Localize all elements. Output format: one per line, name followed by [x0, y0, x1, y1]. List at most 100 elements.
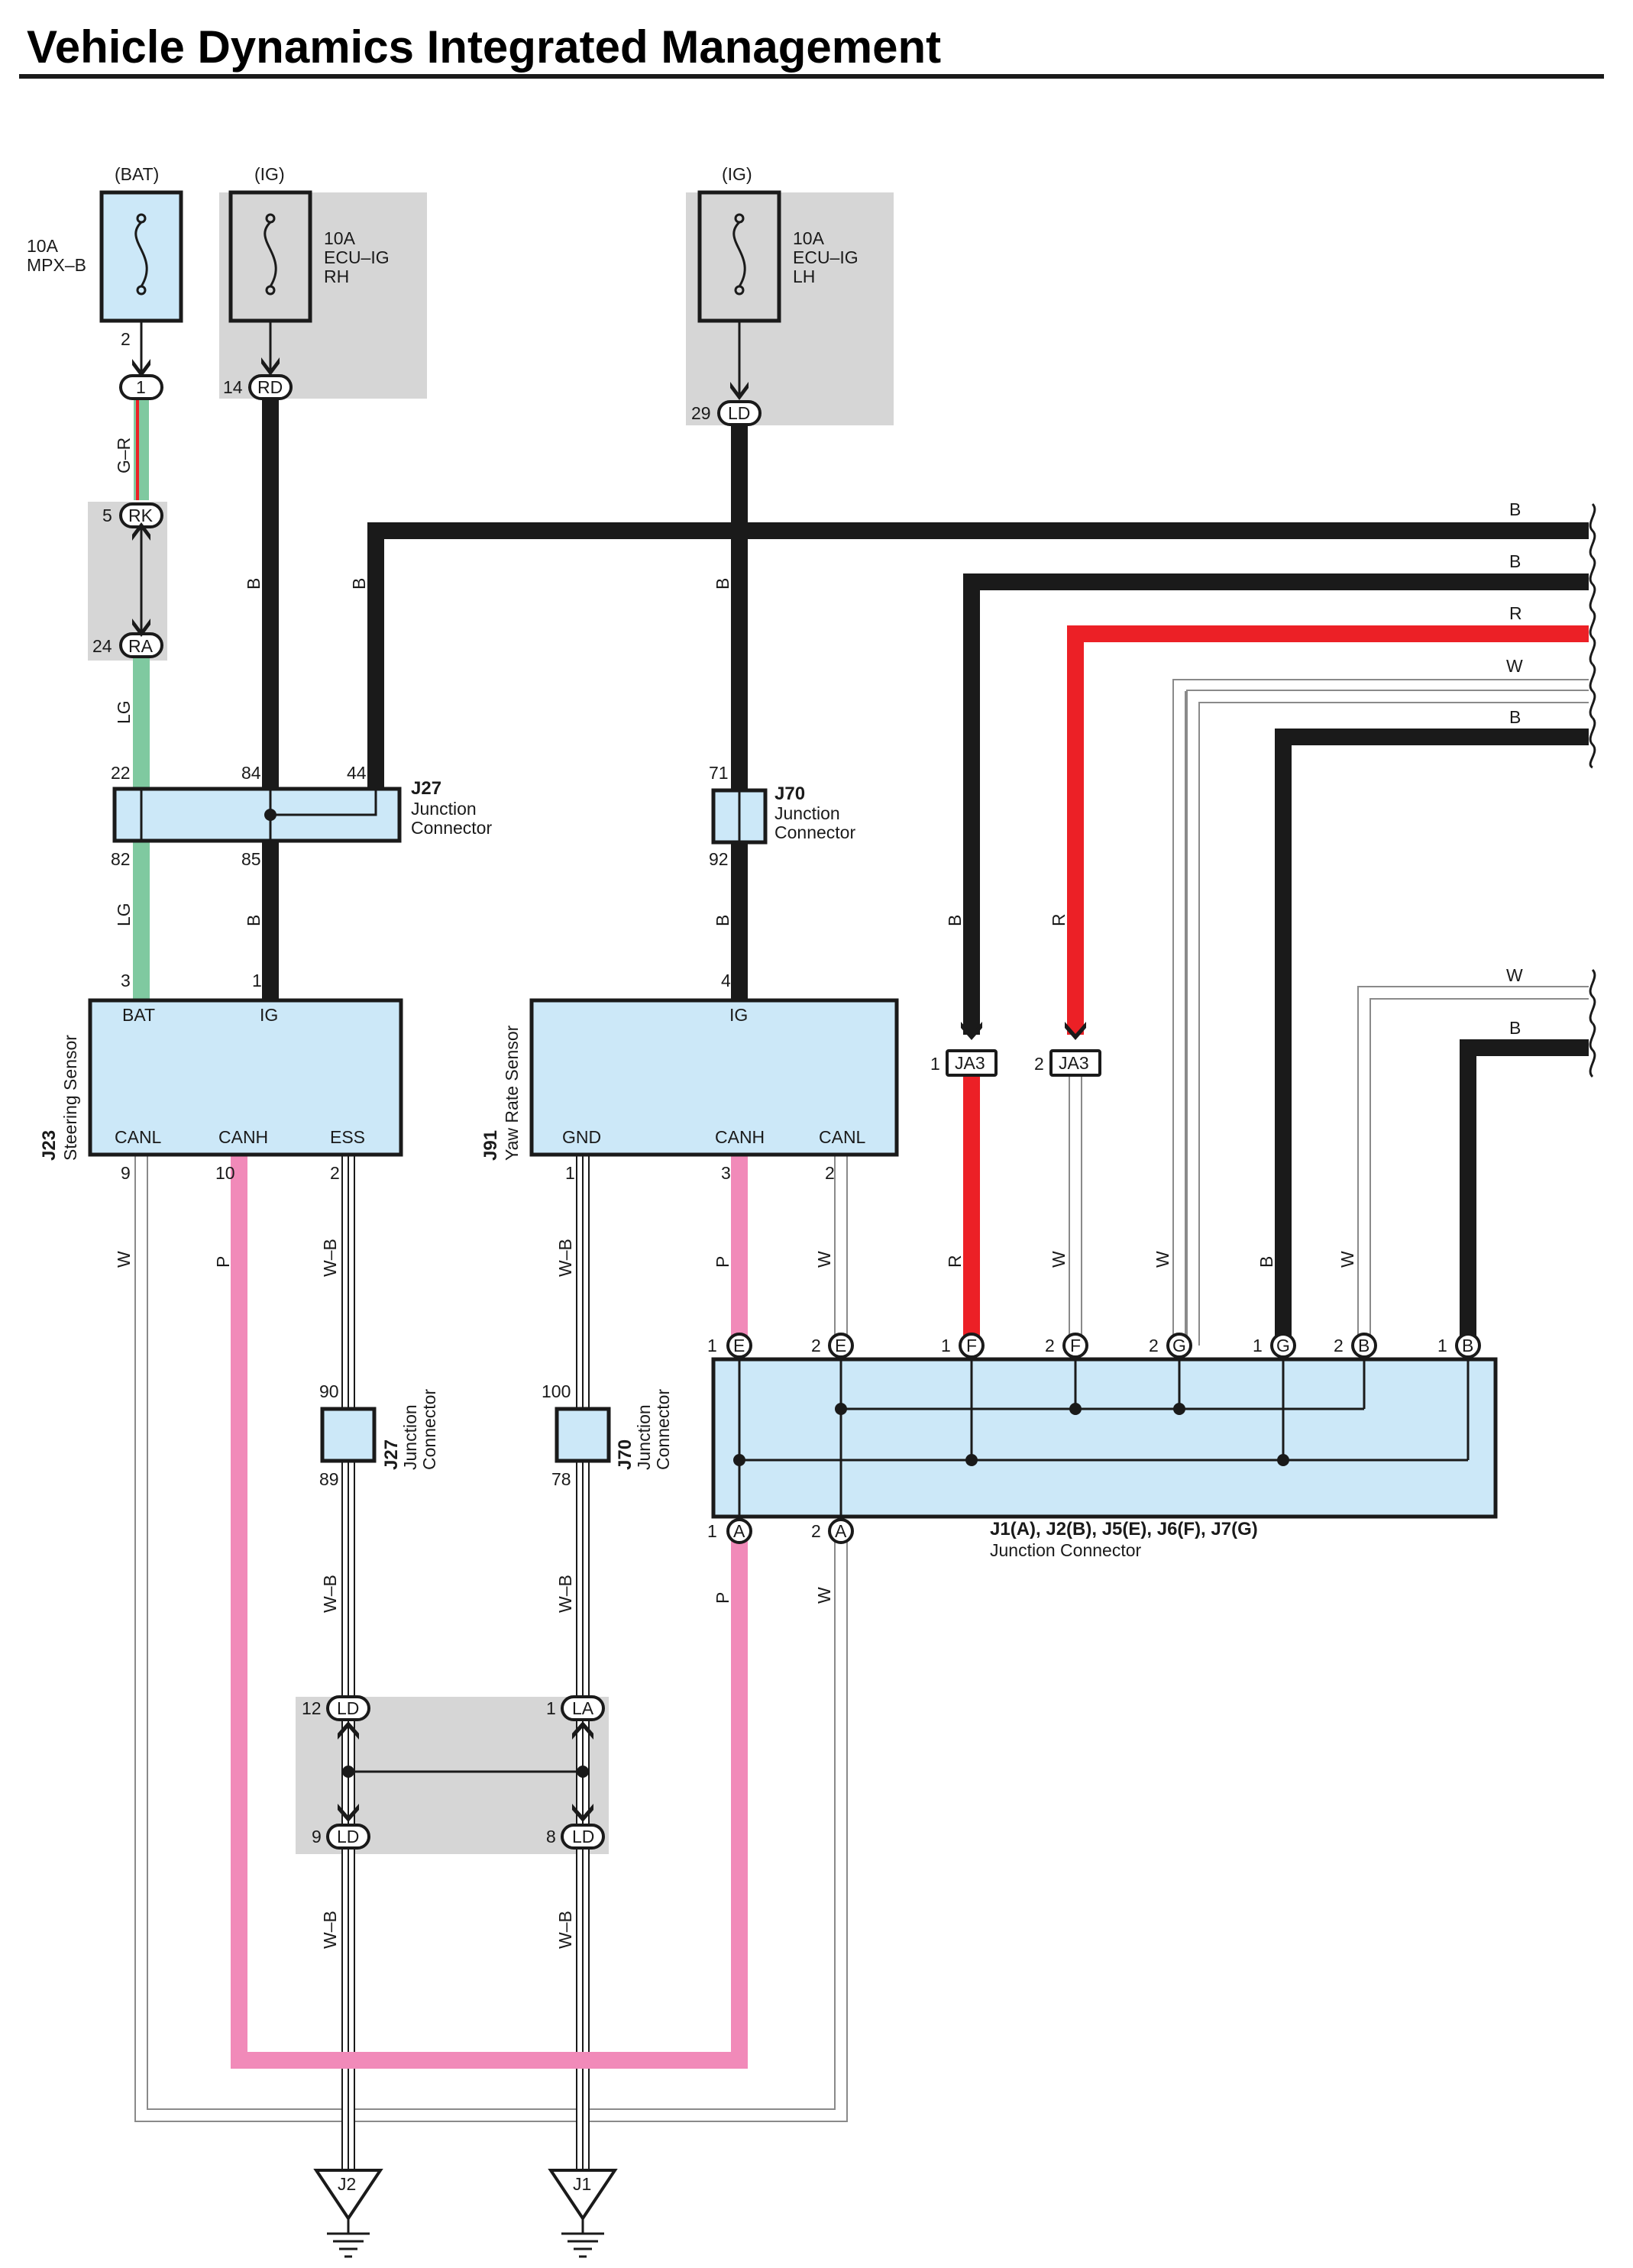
svg-text:W–B: W–B	[555, 1239, 575, 1277]
svg-text:3: 3	[121, 971, 131, 990]
svg-text:W–B: W–B	[320, 1911, 340, 1949]
svg-text:9: 9	[121, 1163, 131, 1183]
fuse-rh-name-2: RH	[324, 267, 349, 286]
ld-la-connector-group: 12 LD 1 LA 9 LD 8 LD	[302, 1695, 605, 1850]
svg-text:W: W	[1337, 1251, 1357, 1268]
svg-text:W–B: W–B	[320, 1239, 340, 1277]
svg-text:44: 44	[347, 763, 367, 783]
svg-text:P: P	[713, 1592, 732, 1604]
connector-ja3-right: 2 JA3	[1034, 1022, 1101, 1077]
connector-ra: 24 RA	[92, 632, 163, 658]
svg-text:JA3: JA3	[955, 1053, 985, 1073]
svg-text:E: E	[835, 1336, 846, 1355]
svg-text:1: 1	[1253, 1336, 1263, 1355]
svg-text:10: 10	[215, 1163, 235, 1183]
svg-text:LG: LG	[114, 903, 134, 926]
svg-text:12: 12	[302, 1698, 322, 1718]
multi-junction-connector	[711, 1357, 1498, 1519]
svg-text:1: 1	[546, 1698, 556, 1718]
svg-text:Junction: Junction	[411, 799, 477, 819]
svg-text:78: 78	[551, 1469, 571, 1489]
svg-text:2: 2	[1334, 1336, 1344, 1355]
svg-text:Junction: Junction	[400, 1404, 420, 1470]
svg-text:R: R	[1049, 913, 1069, 926]
svg-text:B: B	[713, 578, 732, 590]
svg-text:W–B: W–B	[555, 1575, 575, 1613]
svg-text:84: 84	[241, 763, 261, 783]
ground-j1: J1	[548, 2169, 618, 2258]
gr-wire	[134, 399, 149, 500]
ground-j2: J2	[313, 2169, 383, 2258]
fuse-lh-rating: 10A	[793, 228, 825, 248]
svg-text:W: W	[814, 1587, 834, 1604]
svg-text:LA: LA	[572, 1698, 594, 1718]
svg-text:J27: J27	[411, 778, 441, 799]
svg-text:G–R: G–R	[114, 438, 134, 473]
svg-text:29: 29	[691, 403, 711, 423]
svg-text:J70: J70	[615, 1439, 635, 1470]
connector-rd: 14 RD	[223, 374, 293, 400]
fuse-mpx-rating: 10A	[27, 236, 59, 256]
connector-ld-top: 29 LD	[691, 400, 762, 426]
svg-text:1: 1	[707, 1336, 717, 1355]
svg-text:71: 71	[709, 763, 729, 783]
svg-text:2: 2	[825, 1163, 835, 1183]
svg-text:JA3: JA3	[1059, 1053, 1089, 1073]
wb-wires	[341, 1155, 590, 2169]
wire-break-marks	[1589, 502, 1596, 1078]
svg-text:J27: J27	[381, 1439, 402, 1470]
svg-text:RD: RD	[257, 377, 283, 397]
svg-text:2: 2	[811, 1336, 821, 1355]
svg-text:1: 1	[941, 1336, 951, 1355]
svg-text:B: B	[1462, 1336, 1473, 1355]
svg-text:LD: LD	[572, 1827, 594, 1846]
svg-text:J91: J91	[480, 1130, 501, 1161]
svg-text:B: B	[1358, 1336, 1369, 1355]
svg-text:B: B	[713, 915, 732, 926]
svg-text:3: 3	[721, 1163, 731, 1183]
fuse-ecu-ig-lh	[697, 190, 781, 323]
svg-text:LG: LG	[114, 700, 134, 724]
right-edge-labels: B B R W B W B	[1506, 499, 1523, 1038]
svg-text:W: W	[1506, 965, 1523, 985]
fuse-lh-name-2: LH	[793, 267, 815, 286]
svg-text:W–B: W–B	[320, 1575, 340, 1613]
svg-text:W–B: W–B	[555, 1911, 575, 1949]
wire-color-labels: G–R LG LG B B B B B B R W P W–B W–B P W …	[114, 438, 1357, 1949]
svg-text:2: 2	[1045, 1336, 1055, 1355]
j27-junction-top: 22 84 44 82 85 J27 Junction Connector	[111, 763, 492, 869]
svg-text:G: G	[1172, 1336, 1186, 1355]
svg-text:82: 82	[111, 849, 131, 869]
fuse-icon	[264, 213, 277, 296]
svg-text:IG: IG	[260, 1005, 278, 1025]
svg-text:J70: J70	[774, 783, 805, 804]
svg-text:2: 2	[330, 1163, 340, 1183]
fuse-lh-name-1: ECU–IG	[793, 247, 859, 267]
svg-text:W: W	[814, 1251, 834, 1268]
svg-text:W: W	[1506, 656, 1523, 676]
svg-text:1: 1	[252, 971, 262, 990]
svg-text:1: 1	[565, 1163, 575, 1183]
svg-text:1: 1	[707, 1521, 717, 1541]
svg-text:9: 9	[312, 1827, 322, 1846]
j70-junction-top: 71 92 J70 Junction Connector	[709, 763, 855, 869]
svg-text:1: 1	[136, 377, 146, 397]
svg-text:A: A	[835, 1521, 847, 1541]
svg-text:B: B	[244, 915, 264, 926]
svg-text:LD: LD	[337, 1827, 359, 1846]
svg-text:P: P	[213, 1256, 233, 1268]
connector-1: 1	[119, 374, 163, 400]
svg-text:1: 1	[1437, 1336, 1447, 1355]
fuse-icon	[732, 213, 746, 296]
j27-junction-bottom: 90 89 J27 Junction Connector	[319, 1381, 439, 1489]
svg-text:2: 2	[811, 1521, 821, 1541]
svg-text:E: E	[733, 1336, 745, 1355]
